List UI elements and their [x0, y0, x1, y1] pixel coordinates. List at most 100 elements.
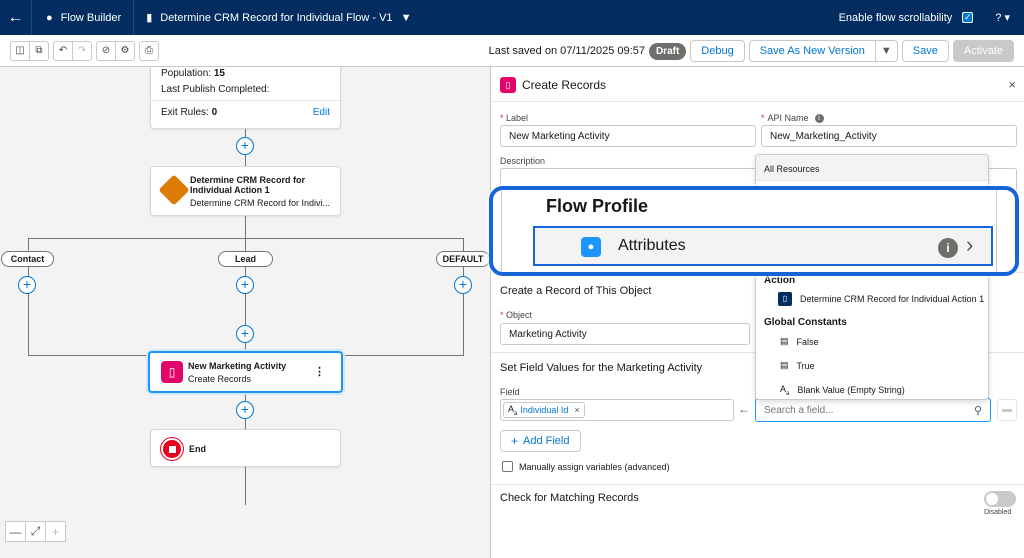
api-name-label: API Name: [767, 113, 809, 123]
save-as-new-version-button[interactable]: Save As New Version: [748, 40, 876, 62]
exit-rules-label: Exit Rules:: [161, 107, 209, 118]
label-field-label: Label: [506, 113, 529, 123]
attributes-label: Attributes: [618, 237, 686, 254]
end-label: End: [189, 444, 206, 454]
toggle-state-label: Disabled: [984, 509, 1012, 516]
manual-assign-checkbox[interactable]: [502, 461, 513, 472]
redo-icon: ↷: [77, 45, 87, 56]
description-label: Description: [500, 156, 546, 166]
branch-contact[interactable]: Contact: [1, 251, 54, 267]
panel-icon: ◫: [15, 45, 25, 56]
api-name-input[interactable]: New_Marketing_Activity: [761, 125, 1017, 147]
undo-icon: ↶: [58, 45, 68, 56]
label-input[interactable]: New Marketing Activity: [500, 125, 756, 147]
flow-canvas[interactable]: Population: 15 Last Publish Completed: E…: [0, 67, 490, 558]
copy-button[interactable]: ⧉: [29, 40, 49, 61]
print-icon: ⎙: [145, 45, 153, 56]
create-records-icon: ▯: [161, 361, 183, 383]
info-icon: i: [938, 238, 958, 258]
copy-icon: ⧉: [35, 45, 43, 56]
field-token: Aa Individual Id ×: [503, 402, 585, 418]
ban-icon: ⊘: [101, 45, 111, 56]
field-input[interactable]: Aa Individual Id ×: [500, 399, 734, 421]
debug-button[interactable]: Debug: [690, 40, 745, 62]
dropdown-item-action[interactable]: ▯ Determine CRM Record for Individual Ac…: [756, 292, 988, 306]
edit-link[interactable]: Edit: [312, 107, 330, 118]
check-matching-heading: Check for Matching Records: [500, 492, 639, 504]
exit-rules-value: 0: [211, 107, 218, 118]
add-field-button[interactable]: + Add Field: [500, 430, 581, 452]
zoom-in-button[interactable]: +: [45, 521, 66, 542]
text-type-icon: Aa: [780, 384, 790, 397]
toggle-panel-button[interactable]: ◫: [10, 40, 30, 61]
scroll-label: Enable flow scrollability: [838, 11, 953, 24]
branch-default[interactable]: DEFAULT: [436, 251, 490, 267]
add-element-button[interactable]: +: [236, 137, 254, 155]
dropdown-item-false[interactable]: ▤ False: [780, 336, 819, 347]
start-element-card[interactable]: Population: 15 Last Publish Completed: E…: [150, 67, 341, 129]
status-badge: Draft: [648, 42, 687, 60]
decision-subtitle: Determine CRM Record for Indivi...: [190, 198, 331, 208]
save-menu-button[interactable]: ▼: [874, 40, 898, 62]
help-menu[interactable]: ? ▾: [995, 12, 1010, 24]
back-button[interactable]: ←: [0, 0, 32, 35]
location-pin-icon: ●: [46, 11, 53, 24]
redo-button[interactable]: ↷: [72, 40, 92, 61]
add-element-button[interactable]: +: [236, 325, 254, 343]
create-title: New Marketing Activity: [188, 361, 287, 371]
panel-header-icon: ▯: [500, 77, 516, 93]
create-subtitle: Create Records: [188, 374, 252, 384]
search-field-input[interactable]: Search a field... ⚲: [755, 398, 991, 422]
add-element-button[interactable]: +: [18, 276, 36, 294]
create-records-card[interactable]: ▯ New Marketing Activity Create Records …: [148, 351, 343, 393]
errors-button[interactable]: ⊘: [96, 40, 116, 61]
flow-profile-heading: Flow Profile: [546, 196, 649, 216]
print-button[interactable]: ⎙: [139, 40, 159, 61]
end-icon: [161, 438, 183, 460]
more-actions-icon[interactable]: ⋮: [314, 366, 325, 378]
fit-view-button[interactable]: ⤢: [25, 521, 46, 542]
undo-button[interactable]: ↶: [53, 40, 73, 61]
search-icon: ⚲: [973, 404, 982, 417]
dropdown-item-blank[interactable]: Aa Blank Value (Empty String): [780, 384, 905, 397]
decision-icon: [158, 174, 190, 206]
activate-button[interactable]: Activate: [952, 40, 1014, 62]
delete-button[interactable]: ▬: [997, 399, 1017, 421]
close-icon[interactable]: ×: [1008, 77, 1016, 92]
dropdown-item-true[interactable]: ▤ True: [780, 360, 815, 371]
trash-icon: ▬: [1002, 404, 1012, 415]
action-icon: ▯: [778, 292, 792, 306]
object-input[interactable]: Marketing Activity: [500, 323, 750, 345]
attributes-item[interactable]: ● Attributes i ›: [533, 226, 993, 266]
add-element-button[interactable]: +: [454, 276, 472, 294]
settings-button[interactable]: ⚙: [115, 40, 135, 61]
constants-heading: Global Constants: [764, 317, 847, 328]
branch-lead[interactable]: Lead: [218, 251, 273, 267]
left-arrow-icon: ←: [738, 402, 750, 416]
chevron-down-icon: ▼: [400, 11, 412, 24]
add-element-button[interactable]: +: [236, 401, 254, 419]
add-element-button[interactable]: +: [236, 276, 254, 294]
decision-title: Determine CRM Record for Individual Acti…: [190, 175, 306, 195]
toolbar: ◫ ⧉ ↶ ↷ ⊘ ⚙ ⎙ Last saved on 07/11/2025 0…: [0, 35, 1024, 67]
population-label: Population:: [161, 68, 212, 79]
decision-element-card[interactable]: Determine CRM Record for Individual Acti…: [150, 166, 341, 216]
gear-icon: ⚙: [120, 45, 130, 56]
save-button[interactable]: Save: [901, 40, 949, 62]
chevron-right-icon: ›: [966, 232, 974, 257]
text-type-icon: Aa: [508, 403, 518, 417]
action-heading: Action: [764, 275, 796, 286]
boolean-icon: ▤: [780, 336, 789, 346]
create-object-heading: Create a Record of This Object: [500, 285, 652, 297]
matching-toggle[interactable]: [984, 491, 1016, 507]
zoom-out-button[interactable]: —: [5, 521, 26, 542]
remove-token-icon[interactable]: ×: [574, 405, 580, 415]
document-icon: ▮: [146, 12, 153, 24]
end-element-card[interactable]: End: [150, 429, 341, 467]
scroll-checkbox[interactable]: ✓: [962, 12, 974, 23]
field-label: Field: [500, 387, 520, 397]
last-saved: Last saved on 07/11/2025 09:57: [488, 45, 645, 57]
top-nav: ← ● Flow Builder ▮ Determine CRM Record …: [0, 0, 1024, 35]
flow-name-menu[interactable]: ▮ Determine CRM Record for Individual Fl…: [146, 11, 412, 25]
chevron-down-icon: ▼: [880, 45, 892, 57]
